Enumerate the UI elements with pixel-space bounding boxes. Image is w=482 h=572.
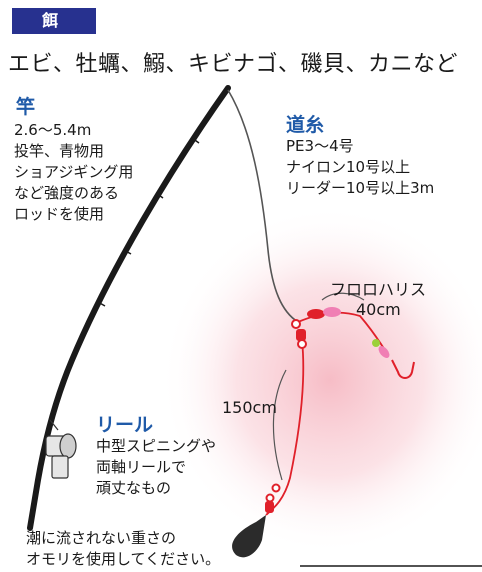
float-icon bbox=[378, 346, 390, 358]
main-line bbox=[227, 89, 299, 323]
snap-swivel-icon bbox=[265, 483, 281, 513]
bait-list: エビ、牡蠣、鰯、キビナゴ、磯貝、カニなど bbox=[8, 52, 459, 77]
sinker-icon bbox=[232, 515, 266, 558]
rod-line: など強度のある bbox=[14, 184, 120, 202]
measure-40cm bbox=[321, 292, 365, 301]
swivel-icon bbox=[291, 319, 307, 349]
leader-length: 40cm bbox=[356, 300, 401, 319]
reel-line: 頑丈なもの bbox=[96, 479, 172, 497]
hook-icon bbox=[391, 359, 415, 379]
sinker-note-line: オモリを使用してください。 bbox=[26, 550, 221, 568]
float-icon bbox=[307, 309, 325, 319]
mainline-line: ナイロン10号以上 bbox=[286, 158, 411, 176]
branch-length: 150cm bbox=[222, 398, 277, 417]
rod-guides bbox=[97, 137, 200, 307]
reel-heading: リール bbox=[96, 414, 154, 436]
reel-line: 中型スピニングや bbox=[96, 437, 217, 455]
bead-icon bbox=[372, 339, 380, 347]
leader-label: フロロハリス bbox=[330, 280, 427, 299]
measure-150cm bbox=[272, 369, 287, 481]
rod-tip bbox=[220, 87, 230, 99]
reel-icon bbox=[45, 419, 77, 479]
rod-line: ロッドを使用 bbox=[14, 205, 105, 223]
reel-line: 両軸リールで bbox=[96, 458, 187, 476]
mainline-heading: 道糸 bbox=[286, 114, 325, 136]
rod-heading: 竿 bbox=[16, 96, 36, 118]
rod-line: 投竿、青物用 bbox=[14, 142, 105, 160]
rod-line: ショアジギング用 bbox=[14, 163, 134, 181]
bait-tag: 餌 bbox=[12, 8, 96, 34]
mainline-line: PE3～4号 bbox=[286, 137, 354, 155]
water-glow bbox=[160, 205, 482, 555]
mainline-description: PE3～4号 ナイロン10号以上 リーダー10号以上3m bbox=[286, 136, 434, 199]
rod-line: 2.6～5.4m bbox=[14, 121, 92, 139]
sinker-note: 潮に流されない重さの オモリを使用してください。 bbox=[26, 528, 220, 570]
sinker-note-line: 潮に流されない重さの bbox=[26, 529, 177, 547]
reel-description: 中型スピニングや 両軸リールで 頑丈なもの bbox=[96, 436, 216, 499]
mainline-line: リーダー10号以上3m bbox=[286, 179, 435, 197]
rod-description: 2.6～5.4m 投竿、青物用 ショアジギング用 など強度のある ロッドを使用 bbox=[14, 120, 133, 225]
float-icon bbox=[323, 307, 341, 317]
